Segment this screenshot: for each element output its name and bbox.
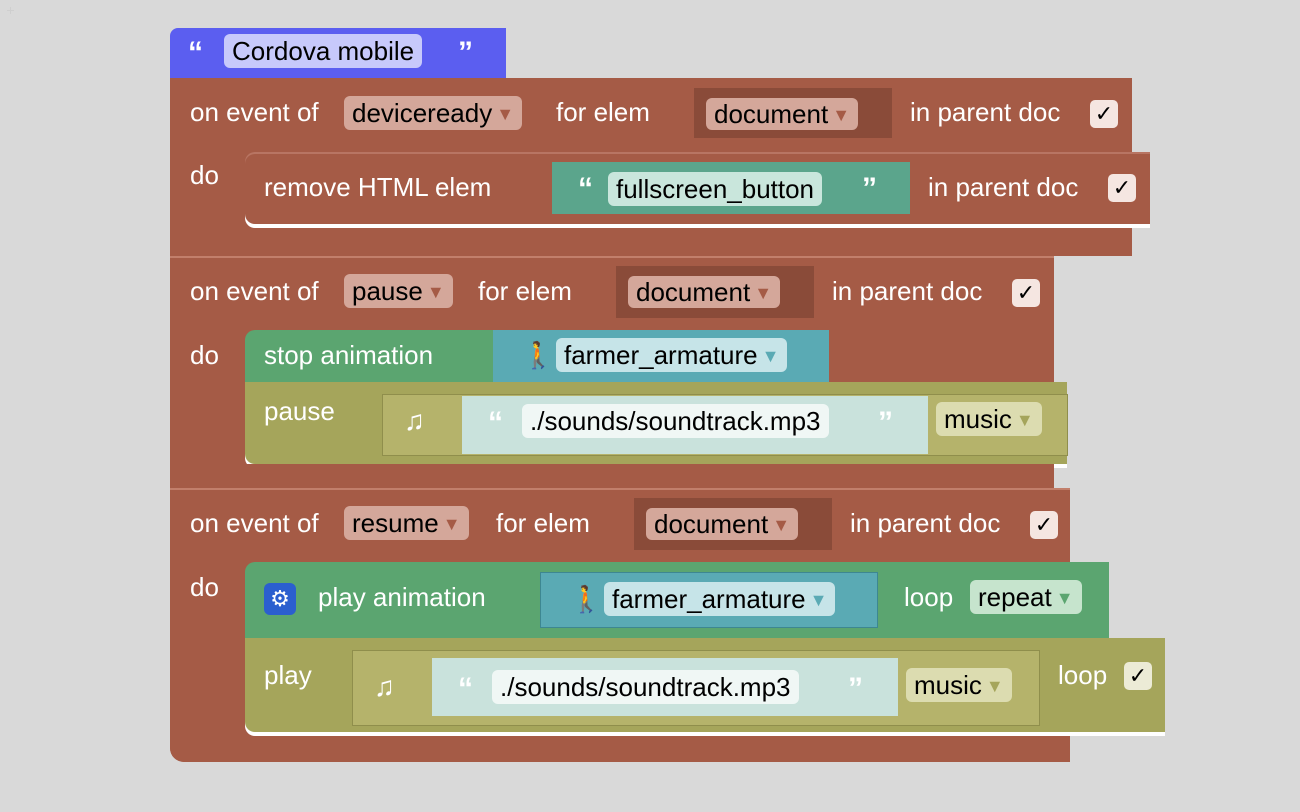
event1-in-parent-doc-label: in parent doc: [910, 97, 1061, 127]
open-quote-icon: “: [578, 172, 593, 205]
open-quote-icon: “: [458, 672, 473, 705]
event3-elem-dropdown[interactable]: document▼: [646, 508, 799, 540]
event3-for-elem-label: for elem: [496, 508, 590, 538]
open-quote-icon: “: [188, 36, 203, 69]
play-object-value: farmer_armature: [612, 584, 806, 614]
remove-in-parent-doc-label: in parent doc: [928, 172, 1079, 202]
play-label: play: [264, 660, 312, 690]
person-walking-icon: 🚶: [570, 584, 603, 614]
dropdown-arrow-icon: ▼: [496, 104, 515, 124]
play-sound-type-dropdown[interactable]: music▼: [906, 668, 1012, 702]
remove-in-parent-doc-checkbox[interactable]: ✓: [1108, 174, 1136, 202]
event3-in-parent-doc-checkbox[interactable]: ✓: [1030, 511, 1058, 539]
header-text-field[interactable]: Cordova mobile: [224, 34, 423, 68]
stop-object-dropdown[interactable]: farmer_armature▼: [556, 338, 788, 372]
pause-sound-path-field[interactable]: ./sounds/soundtrack.mp3: [522, 404, 829, 438]
event2-event-dropdown[interactable]: pause▼: [344, 274, 453, 308]
event3-event-dropdown[interactable]: resume▼: [344, 506, 469, 540]
play-sound-path-field[interactable]: ./sounds/soundtrack.mp3: [492, 670, 799, 704]
event1-event-dropdown[interactable]: deviceready▼: [344, 96, 523, 130]
html-id-field[interactable]: fullscreen_button: [608, 172, 823, 206]
loop-mode-value: repeat: [978, 582, 1052, 612]
dropdown-arrow-icon: ▼: [1055, 588, 1074, 608]
event3-do-label: do: [190, 572, 219, 602]
event2-in-parent-doc-checkbox[interactable]: ✓: [1012, 279, 1040, 307]
dropdown-arrow-icon: ▼: [754, 283, 773, 303]
loop-mode-dropdown[interactable]: repeat▼: [970, 580, 1082, 614]
event1-in-parent-doc-checkbox[interactable]: ✓: [1090, 100, 1118, 128]
dropdown-arrow-icon: ▼: [985, 676, 1004, 696]
event3-event-value: resume: [352, 508, 439, 538]
event2-in-parent-doc-label: in parent doc: [832, 276, 983, 306]
close-quote-icon: ”: [848, 672, 863, 705]
event2-bottom-bar: [170, 464, 1054, 488]
event3-elem-value: document: [654, 509, 769, 539]
stop-animation-block[interactable]: [245, 330, 495, 382]
pause-sound-type-value: music: [944, 404, 1012, 434]
close-quote-icon: ”: [878, 406, 893, 439]
event2-elem-value: document: [636, 277, 751, 307]
close-quote-icon: ”: [862, 172, 877, 205]
close-quote-icon: ”: [458, 36, 473, 69]
event1-bottom-bar: [170, 228, 1132, 256]
event3-in-parent-doc-label: in parent doc: [850, 508, 1001, 538]
pause-label: pause: [264, 396, 335, 426]
pause-sound-type-dropdown[interactable]: music▼: [936, 402, 1042, 436]
dropdown-arrow-icon: ▼: [1015, 410, 1034, 430]
event1-event-value: deviceready: [352, 98, 493, 128]
play-sound-loop-label: loop: [1058, 660, 1108, 690]
dropdown-arrow-icon: ▼: [761, 346, 780, 366]
dropdown-arrow-icon: ▼: [772, 515, 791, 535]
play-object-dropdown[interactable]: farmer_armature▼: [604, 582, 836, 616]
music-note-icon: ♫: [404, 405, 425, 436]
stop-animation-label: stop animation: [264, 340, 434, 370]
play-loop-label: loop: [904, 582, 954, 612]
header-block[interactable]: “ Cordova mobile ”: [170, 28, 506, 78]
dropdown-arrow-icon: ▼: [426, 282, 445, 302]
remove-html-label: remove HTML elem: [264, 172, 492, 202]
play-animation-label: play animation: [318, 582, 486, 612]
stop-object-value: farmer_armature: [564, 340, 758, 370]
open-quote-icon: “: [488, 406, 503, 439]
event3-bottom-bar: [170, 740, 1070, 762]
music-note-icon: ♫: [374, 671, 395, 702]
event2-on-event-label: on event of: [190, 276, 319, 306]
play-sound-loop-checkbox[interactable]: ✓: [1124, 662, 1152, 690]
event2-elem-dropdown[interactable]: document▼: [628, 276, 781, 308]
dropdown-arrow-icon: ▼: [809, 590, 828, 610]
gear-icon[interactable]: ⚙: [264, 583, 296, 615]
event2-for-elem-label: for elem: [478, 276, 572, 306]
event3-on-event-label: on event of: [190, 508, 319, 538]
dropdown-arrow-icon: ▼: [442, 514, 461, 534]
event1-elem-dropdown[interactable]: document▼: [706, 98, 859, 130]
event2-event-value: pause: [352, 276, 423, 306]
person-walking-icon: 🚶: [522, 340, 555, 370]
event1-elem-value: document: [714, 99, 829, 129]
event2-do-label: do: [190, 340, 219, 370]
event1-on-event-label: on event of: [190, 97, 319, 127]
event1-for-elem-label: for elem: [556, 97, 650, 127]
play-sound-type-value: music: [914, 670, 982, 700]
event1-do-label: do: [190, 160, 219, 190]
dropdown-arrow-icon: ▼: [832, 105, 851, 125]
